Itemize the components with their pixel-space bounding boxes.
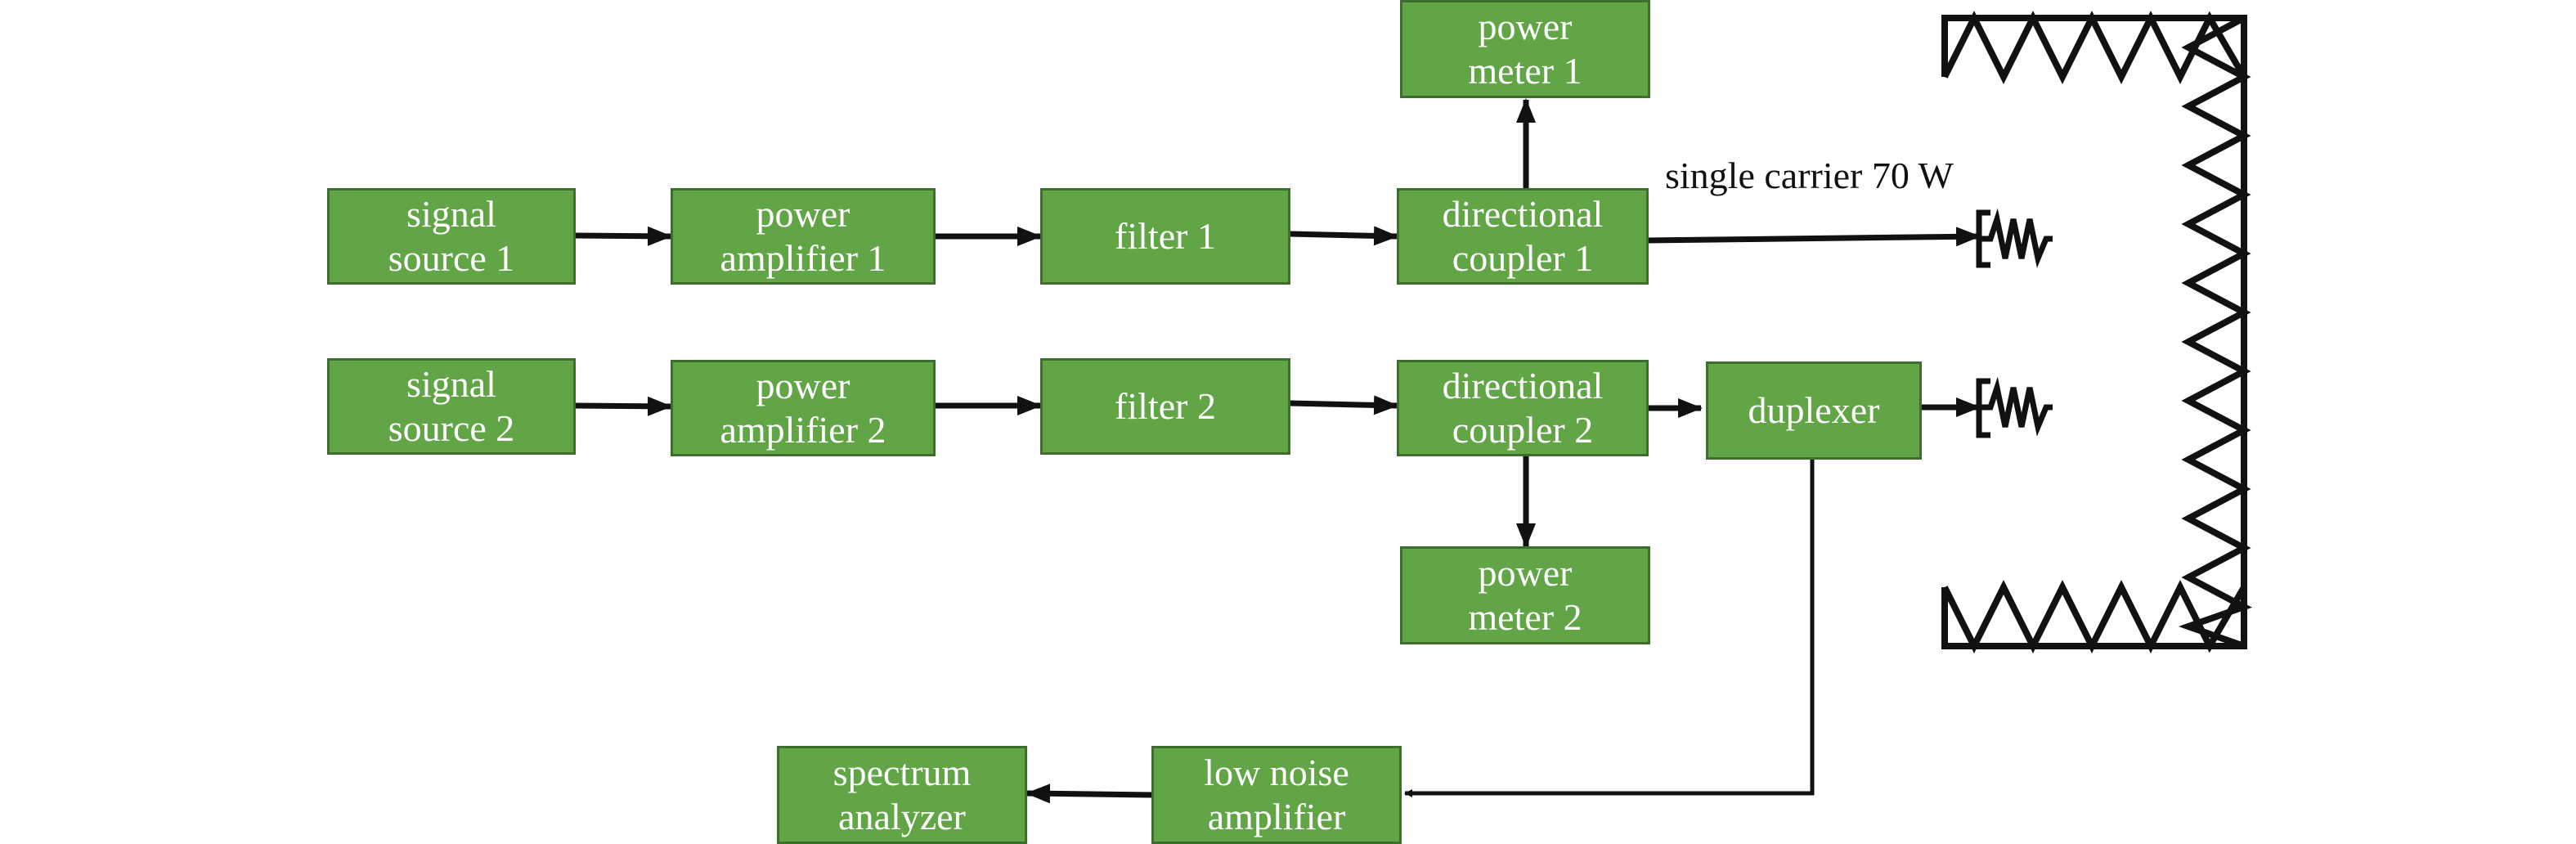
low-noise-amplifier-block: low noise amplifier [1151,746,1402,844]
antenna-1-icon [1976,208,2053,268]
filter-2-block: filter 2 [1040,358,1290,455]
block-label-line1: low noise [1204,752,1349,793]
block-label-line2: analyzer [838,796,966,837]
power-amplifier-1-block: power amplifier 1 [671,188,936,285]
block-label-line1: directional [1442,193,1604,235]
block-label-line2: coupler 1 [1452,237,1594,279]
power-amplifier-2-block: power amplifier 2 [671,360,936,456]
block-label-line1: signal [406,363,496,405]
block-label-line1: signal [406,193,496,235]
directional-coupler-1-block: directional coupler 1 [1397,188,1649,285]
block-label-line1: filter 1 [1115,215,1216,257]
signal-source-2-block: signal source 2 [327,358,576,455]
arrow-filter2-to-coupler2 [1289,395,1398,415]
block-label-line2: amplifier 1 [720,237,886,279]
arrow-lna-to-analyzer [1025,783,1152,804]
carrier-label: single carrier 70 W [1665,155,1954,196]
block-label-line2: meter 2 [1468,596,1582,638]
block-label-line2: source 1 [388,237,515,279]
spectrum-analyzer-block: spectrum analyzer [777,746,1027,844]
block-label-line2: amplifier 2 [720,409,886,451]
power-meter-2-block: power meter 2 [1400,546,1650,644]
block-label-line2: source 2 [388,407,515,449]
block-label-line1: filter 2 [1115,385,1216,427]
filter-1-block: filter 1 [1040,188,1290,285]
block-label-line2: coupler 2 [1452,409,1594,451]
arrow-duplexer-to-lna [1404,460,1815,797]
block-label-line1: spectrum [832,752,972,793]
block-label-line1: power [756,193,850,235]
power-meter-1-block: power meter 1 [1400,0,1650,98]
block-label-line1: power [1478,552,1573,594]
block-label-line1: power [1478,6,1573,47]
block-label-line2: meter 1 [1468,50,1582,92]
block-label-line1: duplexer [1748,389,1880,431]
directional-coupler-2-block: directional coupler 2 [1397,360,1649,456]
block-label-line1: power [756,365,850,406]
anechoic-chamber-wall [1941,11,2252,653]
arrow-filter1-to-coupler1 [1289,226,1398,246]
duplexer-block: duplexer [1706,361,1922,460]
arrow-coupler1-to-antenna1 [1646,227,1981,247]
antenna-2-icon [1976,376,2053,438]
block-label-line1: directional [1442,365,1604,406]
signal-source-1-block: signal source 1 [327,188,576,285]
block-label-line2: amplifier [1207,796,1346,837]
